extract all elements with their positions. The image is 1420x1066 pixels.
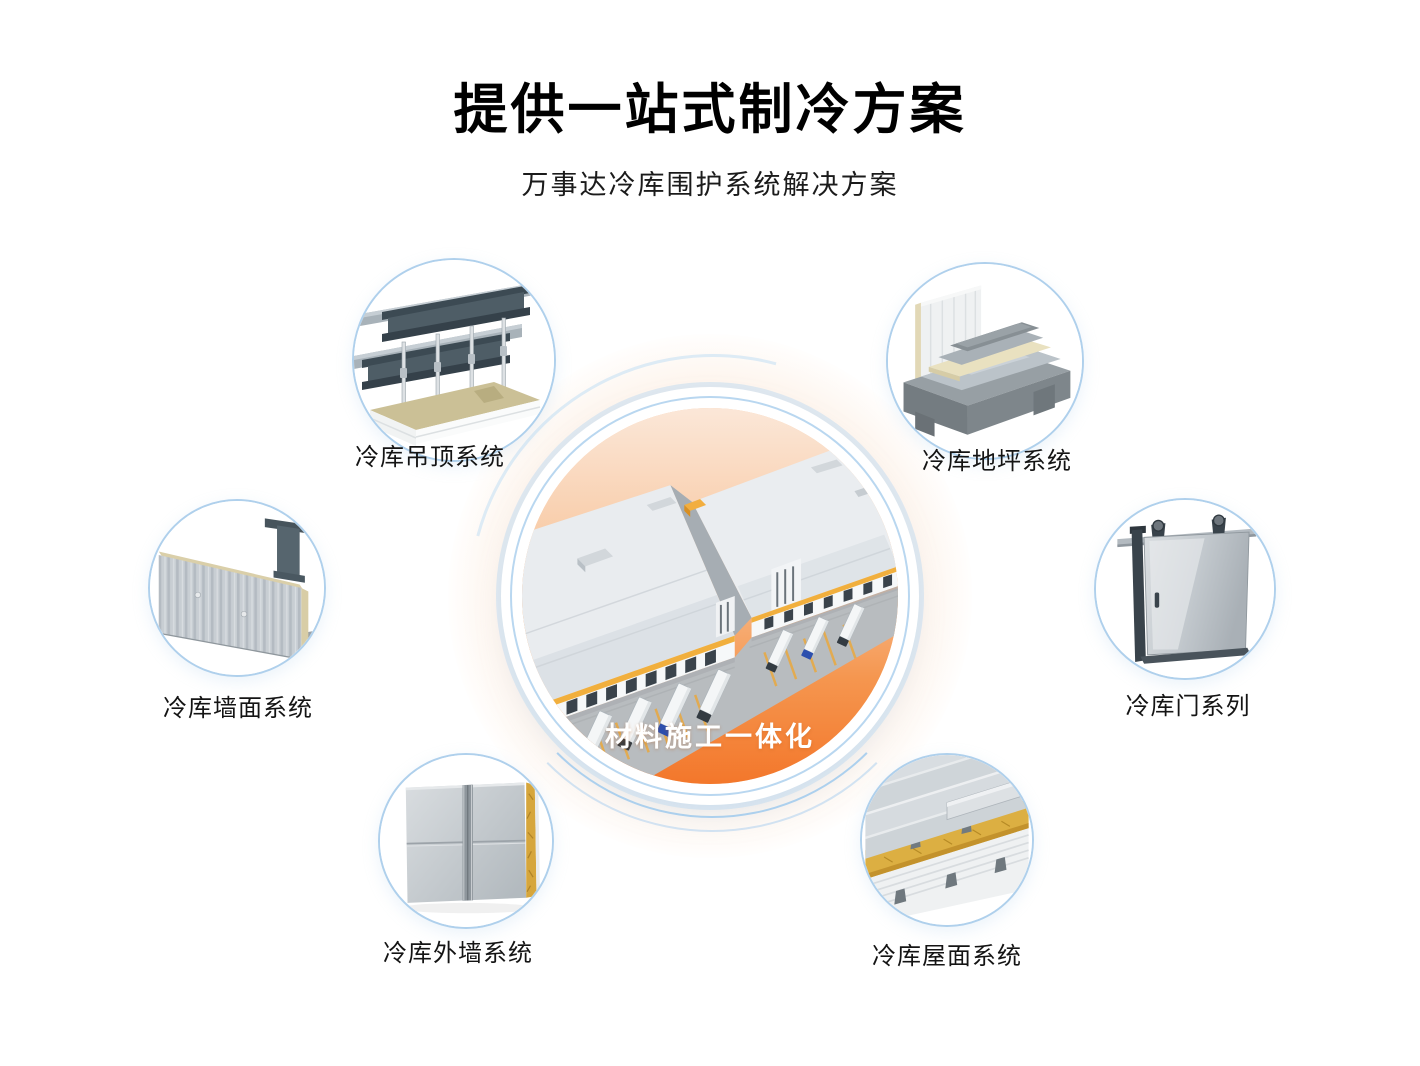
page-subtitle: 万事达冷库围护系统解决方案 <box>521 170 899 201</box>
hub-circle: 材料施工一体化 <box>512 398 908 794</box>
node-ceiling-label: 冷库吊顶系统 <box>355 443 505 471</box>
roof-system-illustration <box>862 755 1032 925</box>
door-series-illustration <box>1096 500 1274 678</box>
node-wall-label: 冷库墙面系统 <box>163 694 313 722</box>
page-title: 提供一站式制冷方案 <box>453 78 967 141</box>
ceiling-system-illustration <box>354 260 554 460</box>
exterior-wall-illustration <box>380 755 552 927</box>
node-floor-label: 冷库地坪系统 <box>922 447 1072 475</box>
node-roof-label: 冷库屋面系统 <box>872 942 1022 970</box>
hub-image: 材料施工一体化 <box>522 408 898 784</box>
node-roof-circle <box>860 753 1034 927</box>
node-ceiling-circle <box>352 258 556 462</box>
node-exterior-wall-circle <box>378 753 554 929</box>
node-door-label: 冷库门系列 <box>1125 692 1251 720</box>
floor-system-illustration <box>888 264 1082 458</box>
node-door-circle <box>1094 498 1276 680</box>
wall-system-illustration <box>150 501 324 675</box>
hub-caption: 材料施工一体化 <box>605 722 815 753</box>
node-floor-circle <box>886 262 1084 460</box>
warehouse-illustration <box>522 408 898 784</box>
node-exterior-wall-label: 冷库外墙系统 <box>383 939 533 967</box>
node-wall-circle <box>148 499 326 677</box>
